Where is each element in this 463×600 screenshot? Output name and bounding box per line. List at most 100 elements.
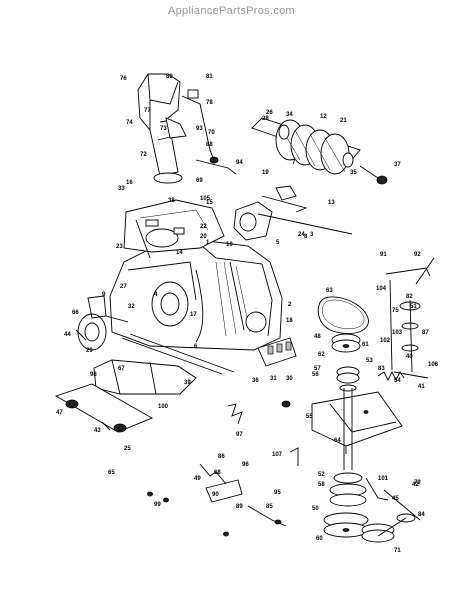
callout-55: 55 (306, 414, 313, 420)
auger-housing (109, 239, 283, 351)
callout-41: 41 (418, 384, 425, 390)
skid-shoe-left (77, 295, 129, 351)
callout-73: 73 (160, 126, 167, 132)
callout-98: 98 (90, 372, 97, 378)
callout-69: 69 (196, 178, 203, 184)
callout-47: 47 (56, 410, 63, 416)
callout-14: 14 (176, 250, 183, 256)
callout-61: 61 (362, 342, 369, 348)
callout-71: 71 (394, 548, 401, 554)
chute-deflector (165, 117, 187, 139)
callout-25: 25 (124, 446, 131, 452)
callout-51: 51 (410, 304, 417, 310)
callout-76: 76 (120, 76, 127, 82)
callout-105: 105 (200, 196, 211, 202)
callout-58: 58 (318, 482, 325, 488)
callout-64: 64 (334, 438, 341, 444)
callout-60: 60 (316, 536, 323, 542)
callout-79: 79 (414, 480, 421, 486)
drive-shaft (343, 388, 353, 470)
callout-80: 80 (166, 74, 173, 80)
callout-93: 93 (196, 126, 203, 132)
hardware-bits (147, 400, 291, 537)
callout-66: 66 (72, 310, 79, 316)
callout-6: 6 (194, 344, 198, 350)
extension-spring (377, 370, 405, 382)
callout-103: 103 (392, 330, 403, 336)
callout-7: 7 (292, 160, 296, 166)
callout-96: 96 (242, 462, 249, 468)
callout-8: 8 (304, 234, 308, 240)
callout-38: 38 (168, 198, 175, 204)
callout-53: 53 (366, 358, 373, 364)
spring-clip (227, 403, 243, 425)
drive-rod (75, 329, 235, 375)
callout-89: 89 (236, 504, 243, 510)
callout-100: 100 (158, 404, 169, 410)
callout-104: 104 (376, 286, 387, 292)
callout-44: 44 (64, 332, 71, 338)
callout-90: 90 (212, 492, 219, 498)
callout-87: 87 (422, 330, 429, 336)
callout-75: 75 (392, 308, 399, 314)
chute-handle (181, 89, 237, 175)
callout-18: 18 (286, 318, 293, 324)
idler-pulley (361, 477, 421, 543)
impeller-shroud (123, 199, 225, 259)
callout-23: 23 (116, 244, 123, 250)
frame-mount (257, 337, 297, 367)
callout-31: 31 (270, 376, 277, 382)
callout-22: 22 (200, 224, 207, 230)
discharge-chute (137, 73, 183, 184)
callout-40: 40 (406, 354, 413, 360)
callout-62: 62 (318, 352, 325, 358)
callout-21: 21 (340, 118, 347, 124)
callout-28: 28 (262, 116, 269, 122)
callout-32: 32 (128, 304, 135, 310)
callout-1: 1 (206, 240, 210, 246)
callout-101: 101 (378, 476, 389, 482)
callout-67: 67 (118, 366, 125, 372)
callout-27: 27 (120, 284, 127, 290)
callout-52: 52 (318, 472, 325, 478)
callout-12: 12 (320, 114, 327, 120)
belt-guard (93, 359, 197, 395)
callout-78: 78 (206, 100, 213, 106)
callout-2: 2 (288, 302, 292, 308)
callout-labels: 1234567891012131415161718192021222324252… (56, 74, 439, 554)
callout-85: 85 (266, 504, 273, 510)
callout-48: 48 (314, 334, 321, 340)
callout-29: 29 (86, 348, 93, 354)
callout-37: 37 (394, 162, 401, 168)
callout-5: 5 (276, 240, 280, 246)
callout-97: 97 (236, 432, 243, 438)
engine-mount-plate (311, 391, 403, 454)
callout-99: 99 (154, 502, 161, 508)
callout-86: 86 (218, 454, 225, 460)
callout-63: 63 (326, 288, 333, 294)
callout-70: 70 (208, 130, 215, 136)
callout-13: 13 (328, 200, 335, 206)
auger-assembly (251, 117, 388, 185)
callout-91: 91 (380, 252, 387, 258)
callout-16: 16 (126, 180, 133, 186)
callout-39: 39 (184, 380, 191, 386)
callout-88: 88 (206, 142, 213, 148)
callout-3: 3 (310, 232, 314, 238)
watermark: AppliancePartsPros.com (167, 5, 296, 17)
callout-30: 30 (286, 376, 293, 382)
lower-pulley-stack (323, 472, 369, 538)
idler-arm (385, 257, 435, 379)
shift-bracket (289, 447, 299, 466)
callout-42: 42 (412, 482, 419, 488)
drive-belt (317, 296, 369, 334)
callout-50: 50 (312, 506, 319, 512)
callout-9: 9 (102, 292, 106, 298)
callout-17: 17 (190, 312, 197, 318)
callout-106: 106 (428, 362, 439, 368)
callout-33: 33 (118, 186, 125, 192)
callout-54: 54 (394, 378, 401, 384)
callout-57: 57 (314, 366, 321, 372)
callout-24: 24 (298, 232, 305, 238)
callout-84: 84 (418, 512, 425, 518)
